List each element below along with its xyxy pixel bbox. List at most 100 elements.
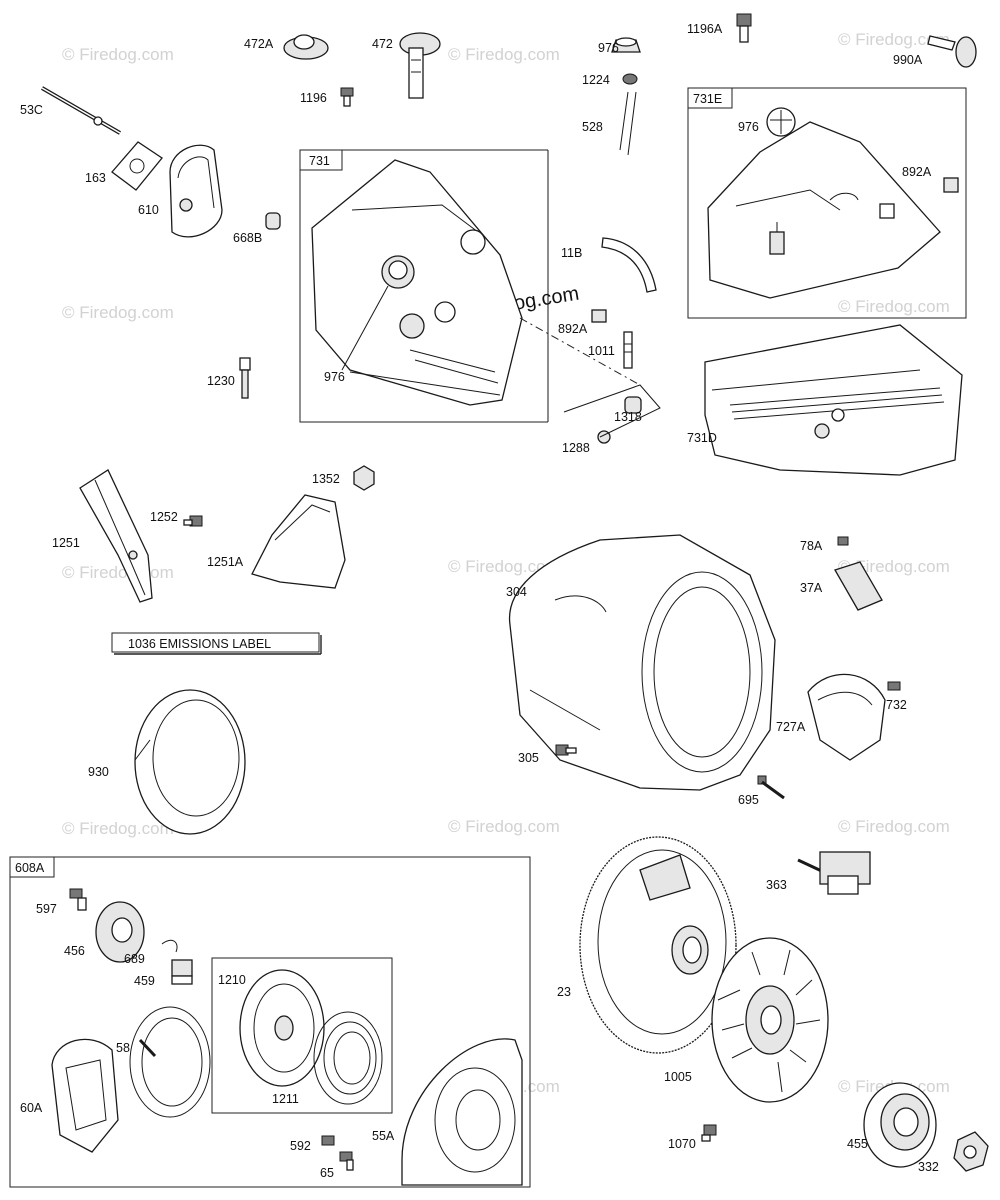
part-label: 976: [738, 120, 759, 134]
cup-455: [863, 1082, 937, 1168]
part-label: 1196A: [687, 22, 723, 36]
clip-1196a: [736, 13, 752, 43]
group-box-1210: 1210: [211, 957, 393, 1114]
shroud-731d: [704, 324, 963, 476]
watermark: © Firedog.com: [62, 303, 174, 322]
part-label: 456: [64, 944, 85, 958]
dipstick-472: [399, 32, 441, 99]
hose-528: [619, 91, 637, 156]
part-label: 689: [124, 952, 145, 966]
part-label: 892A: [558, 322, 588, 336]
part-label: 528: [582, 120, 603, 134]
part-label: 37A: [800, 581, 823, 595]
label-1210: 1210: [218, 973, 246, 987]
part-label: 1251A: [207, 555, 244, 569]
watermark: © Firedog.com: [838, 817, 950, 836]
part-label: 163: [85, 171, 106, 185]
pulley-1210: [239, 969, 325, 1087]
part-label: 472A: [244, 37, 274, 51]
clip-892a-lower: [591, 309, 607, 323]
group-box-731: 731: [299, 149, 549, 423]
part-label: 1352: [312, 472, 340, 486]
plug-990a: [927, 35, 977, 68]
pawl-plate-456: [95, 901, 145, 963]
screw-597: [69, 888, 87, 911]
part-label: 58: [116, 1041, 130, 1055]
nut-332: [953, 1131, 989, 1172]
watermark: © Firedog.com: [448, 557, 560, 576]
screw-695: [757, 775, 785, 800]
part-label: 1196: [300, 91, 327, 105]
part-label: 732: [886, 698, 907, 712]
group-label-731: 731: [309, 154, 330, 168]
cap-976: [611, 37, 641, 53]
clip-892a-upper: [943, 177, 959, 193]
part-label: 731D: [687, 431, 717, 445]
shaft-53c: [41, 86, 121, 135]
watermark: © Firedog.com: [62, 45, 174, 64]
watermark: © Firedog.com: [448, 45, 560, 64]
flywheel-23: [579, 836, 737, 1054]
watermark: © Firedog.com: [448, 817, 560, 836]
cover-610: [169, 144, 223, 238]
emissions-label-text: 1036 EMISSIONS LABEL: [128, 637, 271, 651]
part-label: 65: [320, 1166, 334, 1180]
fitting-1011: [623, 331, 633, 369]
screw-732: [887, 681, 901, 691]
screw-1196: [340, 87, 354, 107]
part-label: 1318: [614, 410, 642, 424]
part-label: 1070: [668, 1137, 696, 1151]
part-label: 668B: [233, 231, 262, 245]
bracket-1251: [79, 469, 153, 603]
part-label: 1011: [588, 344, 615, 358]
part-label: 53C: [20, 103, 43, 117]
part-label: 305: [518, 751, 539, 765]
watermark: © Firedog.com: [62, 819, 174, 838]
part-label: 610: [138, 203, 159, 217]
dipstick-cap-472a: [283, 34, 329, 60]
part-label: 11B: [561, 246, 582, 260]
fan-1005: [711, 937, 829, 1103]
spring-58: [129, 1006, 211, 1118]
spring-689: [161, 939, 178, 953]
screw-65: [339, 1151, 354, 1171]
part-label: 695: [738, 793, 759, 807]
group-box-731e: 731E: [687, 87, 967, 319]
part-label: 332: [918, 1160, 939, 1174]
bracket-1251a: [251, 494, 346, 589]
part-label: 1288: [562, 441, 590, 455]
part-label: 892A: [902, 165, 932, 179]
gasket-163: [111, 141, 163, 191]
hose-11b: [601, 237, 657, 293]
nut-1352: [353, 465, 375, 491]
part-label: 1230: [207, 374, 235, 388]
part-label: 990A: [893, 53, 923, 67]
screw-305: [555, 744, 577, 756]
part-label: 976: [324, 370, 345, 384]
pawl-459: [171, 959, 193, 985]
part-label: 1251: [52, 536, 80, 550]
bushing-668b: [265, 212, 281, 230]
leader-lines-731: [563, 384, 661, 438]
part-label: 930: [88, 765, 109, 779]
cylinder-shroud-731: [311, 159, 641, 406]
part-labels: 472A 472 1196 53C 163 610 668B 1230 976 …: [20, 22, 939, 1180]
clamp-1224: [622, 73, 638, 85]
bolt-1252: [183, 515, 203, 527]
bracket-727a: [807, 673, 886, 761]
group-box-608a: 608A: [9, 856, 531, 1188]
bracket-363: [797, 851, 871, 895]
stud-1230: [239, 357, 251, 399]
blower-housing-304: [508, 534, 776, 791]
part-label: 78A: [800, 539, 823, 553]
part-label: 363: [766, 878, 787, 892]
watermark: © Firedog.com: [838, 297, 950, 316]
cap-976-in-731e: [766, 107, 796, 137]
starter-housing-55a: [401, 1038, 523, 1186]
shroud-731e: [707, 121, 941, 299]
part-label: 592: [290, 1139, 311, 1153]
grommet-1318: [624, 396, 642, 414]
part-label: 1211: [272, 1092, 299, 1106]
part-label: 55A: [372, 1129, 395, 1143]
